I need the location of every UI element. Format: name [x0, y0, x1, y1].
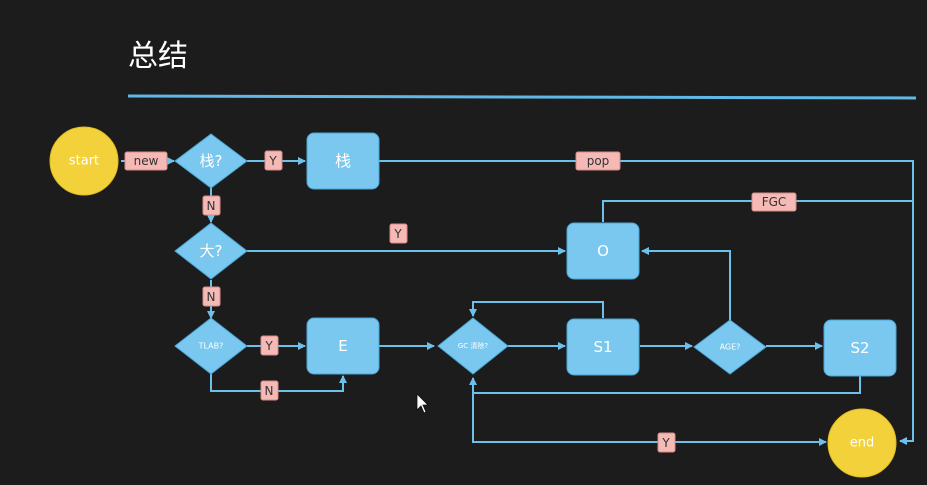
- stack-yes-label-box: [264, 150, 283, 171]
- s1-label: S1: [593, 338, 612, 356]
- fgc-label-text: FGC: [762, 195, 787, 209]
- big-no-label-box: [202, 286, 221, 307]
- big-yes-label-text: Y: [393, 227, 402, 241]
- gc-clear-diamond: [437, 317, 509, 375]
- tlab-diamond: [174, 317, 248, 375]
- new-label-text: new: [134, 154, 159, 168]
- stack-box: [306, 132, 380, 190]
- fgc-label-box: [751, 192, 797, 212]
- edge-label-big-yes: Y: [389, 223, 408, 244]
- stack-no-label-box: [202, 195, 221, 216]
- age-label: AGE?: [720, 343, 741, 352]
- page-title: 总结: [128, 39, 188, 74]
- edge-label-big-no: N: [202, 286, 221, 307]
- pop-label-text: pop: [587, 154, 610, 168]
- stack-yes-label-text: Y: [268, 154, 277, 168]
- stack-no-label-text: N: [207, 199, 216, 213]
- edge-label-pop: pop: [575, 151, 621, 171]
- end-terminal: [827, 408, 897, 478]
- edge-old-fgc: [602, 200, 913, 222]
- node-s1: S1: [566, 318, 640, 376]
- stack-check-label: 栈?: [200, 152, 223, 170]
- start-terminal: [49, 126, 119, 196]
- edge-s1-to-gc: [469, 301, 604, 318]
- tlab-no-label-text: N: [265, 384, 274, 398]
- edge-stack-pop-to-end: [379, 160, 914, 445]
- tlab-yes-label-text: Y: [264, 339, 273, 353]
- eden-label: E: [338, 337, 347, 355]
- node-eden: E: [306, 317, 380, 375]
- node-age: AGE?: [693, 319, 767, 375]
- node-gc-clear: GC 清除?: [437, 317, 509, 375]
- new-label-box: [124, 151, 168, 171]
- tlab-label: TLAB?: [198, 342, 224, 351]
- age-diamond: [693, 319, 767, 375]
- s2-label: S2: [850, 339, 869, 357]
- node-start: start: [49, 126, 119, 196]
- edge-label-stack-yes: Y: [264, 150, 283, 171]
- big-check-label: 大?: [200, 242, 223, 260]
- edge-label-gc-yes: Y: [657, 432, 676, 453]
- gc-yes-label-box: [657, 432, 676, 453]
- start-label: start: [69, 154, 99, 169]
- tlab-no-label-box: [260, 380, 279, 401]
- big-no-label-text: N: [207, 290, 216, 304]
- eden-box: [306, 317, 380, 375]
- edge-label-tlab-yes: Y: [260, 335, 279, 356]
- edge-label-fgc: FGC: [751, 192, 797, 212]
- stack-check-diamond: [174, 133, 248, 189]
- mouse-cursor-icon: [416, 393, 429, 414]
- node-tlab: TLAB?: [174, 317, 248, 375]
- node-big-check: 大?: [174, 222, 248, 280]
- s1-box: [566, 318, 640, 376]
- s2-box: [823, 319, 897, 377]
- edge-gc-yes-to-end: [472, 378, 827, 446]
- big-check-diamond: [174, 222, 248, 280]
- big-yes-label-box: [389, 223, 408, 244]
- tlab-yes-label-box: [260, 335, 279, 356]
- stack-label: 栈: [335, 152, 351, 171]
- gc-clear-label: GC 清除?: [458, 341, 489, 350]
- node-s2: S2: [823, 319, 897, 377]
- edge-label-new: new: [124, 151, 168, 171]
- end-label: end: [850, 436, 875, 451]
- pop-label-box: [575, 151, 621, 171]
- node-end: end: [827, 408, 897, 478]
- node-stack: 栈: [306, 132, 380, 190]
- title-divider: [127, 94, 917, 100]
- old-gen-label: O: [597, 242, 609, 260]
- edge-label-stack-no: N: [202, 195, 221, 216]
- node-stack-check: 栈?: [174, 133, 248, 189]
- node-old: O: [566, 222, 640, 280]
- edge-age-to-old: [641, 247, 731, 320]
- flow-edges: [121, 157, 914, 446]
- gc-yes-label-text: Y: [661, 436, 670, 450]
- edge-label-tlab-no: N: [260, 380, 279, 401]
- edge-labels: new Y pop N Y FGC N Y: [124, 150, 797, 453]
- old-gen-box: [566, 222, 640, 280]
